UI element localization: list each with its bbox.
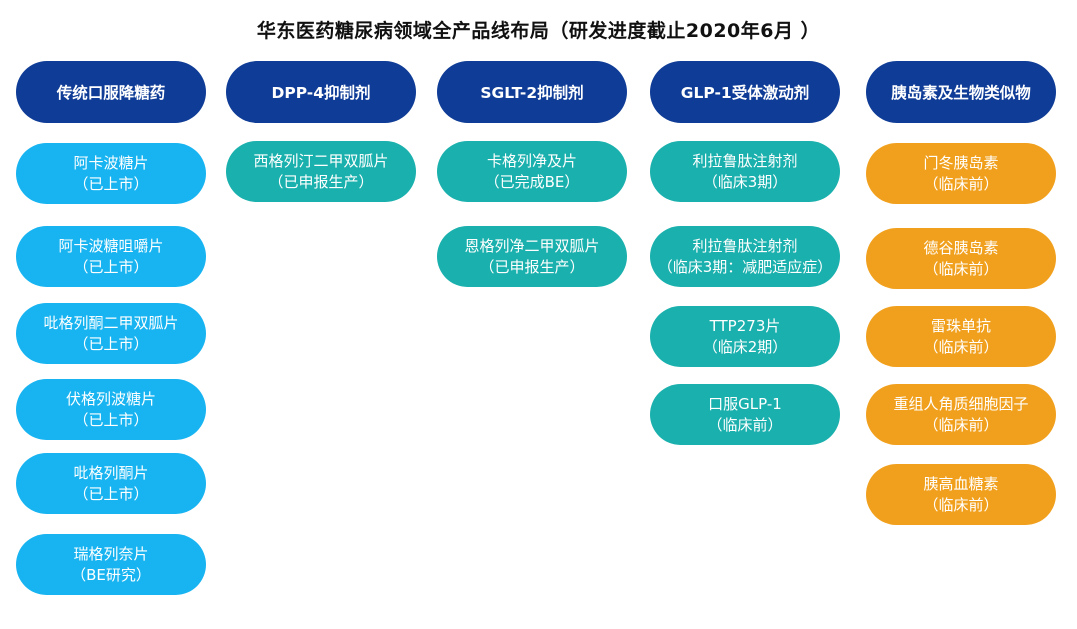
product-pill: TTP273片 （临床2期）	[650, 306, 840, 367]
product-status: （已完成BE）	[484, 172, 580, 191]
product-name: 胰高血糖素	[923, 474, 999, 493]
product-name: 阿卡波糖咀嚼片	[58, 236, 164, 255]
product-status: （临床前）	[923, 259, 999, 278]
product-pill: 卡格列净及片 （已完成BE）	[437, 141, 627, 202]
product-name: 口服GLP-1	[708, 394, 782, 413]
category-header: SGLT-2抑制剂	[437, 61, 627, 123]
product-name: 伏格列波糖片	[65, 389, 156, 408]
product-pill: 阿卡波糖片 （已上市）	[16, 143, 206, 204]
product-status: （临床前）	[923, 337, 999, 356]
product-status: （临床2期）	[702, 337, 788, 356]
product-pill: 门冬胰岛素 （临床前）	[866, 143, 1056, 204]
product-pill: 重组人角质细胞因子 （临床前）	[866, 384, 1056, 445]
product-name: TTP273片	[709, 316, 781, 335]
product-pill: 吡格列酮二甲双胍片 （已上市）	[16, 303, 206, 364]
product-status: （已上市）	[73, 410, 149, 429]
product-status: （临床前）	[923, 415, 999, 434]
product-status: （BE研究）	[71, 565, 151, 584]
product-pill: 阿卡波糖咀嚼片 （已上市）	[16, 226, 206, 287]
product-status: （临床3期）	[702, 172, 788, 191]
product-status: （已上市）	[73, 257, 149, 276]
product-status: （临床前）	[923, 495, 999, 514]
product-status: （已申报生产）	[268, 172, 374, 191]
product-name: 吡格列酮片	[73, 463, 149, 482]
product-name: 吡格列酮二甲双胍片	[43, 313, 179, 332]
product-name: 卡格列净及片	[486, 151, 577, 170]
product-pill: 德谷胰岛素 （临床前）	[866, 228, 1056, 289]
product-status: （已上市）	[73, 174, 149, 193]
category-header: DPP-4抑制剂	[226, 61, 416, 123]
product-status: （已申报生产）	[479, 257, 585, 276]
product-status: （临床前）	[923, 174, 999, 193]
product-name: 利拉鲁肽注射剂	[692, 236, 798, 255]
product-name: 瑞格列奈片	[73, 544, 149, 563]
product-pill: 利拉鲁肽注射剂 （临床3期：减肥适应症）	[650, 226, 840, 287]
product-name: 西格列汀二甲双胍片	[253, 151, 389, 170]
product-pill: 瑞格列奈片 （BE研究）	[16, 534, 206, 595]
product-pill: 西格列汀二甲双胍片 （已申报生产）	[226, 141, 416, 202]
category-header: 传统口服降糖药	[16, 61, 206, 123]
product-pill: 利拉鲁肽注射剂 （临床3期）	[650, 141, 840, 202]
product-pill: 恩格列净二甲双胍片 （已申报生产）	[437, 226, 627, 287]
page-title: 华东医药糖尿病领域全产品线布局（研发进度截止2020年6月 ）	[256, 20, 821, 42]
product-pill: 口服GLP-1 （临床前）	[650, 384, 840, 445]
product-pill: 胰高血糖素 （临床前）	[866, 464, 1056, 525]
product-status: （已上市）	[73, 334, 149, 353]
product-pill: 雷珠单抗 （临床前）	[866, 306, 1056, 367]
product-status: （临床前）	[707, 415, 783, 434]
product-name: 恩格列净二甲双胍片	[464, 236, 600, 255]
product-name: 雷珠单抗	[930, 316, 991, 335]
category-header: 胰岛素及生物类似物	[866, 61, 1056, 123]
product-status: （已上市）	[73, 484, 149, 503]
product-name: 利拉鲁肽注射剂	[692, 151, 798, 170]
product-name: 重组人角质细胞因子	[893, 394, 1029, 413]
product-pill: 吡格列酮片 （已上市）	[16, 453, 206, 514]
category-header: GLP-1受体激动剂	[650, 61, 840, 123]
product-name: 德谷胰岛素	[923, 238, 999, 257]
product-status: （临床3期：减肥适应症）	[657, 257, 833, 276]
product-name: 门冬胰岛素	[923, 153, 999, 172]
product-name: 阿卡波糖片	[73, 153, 149, 172]
product-pill: 伏格列波糖片 （已上市）	[16, 379, 206, 440]
